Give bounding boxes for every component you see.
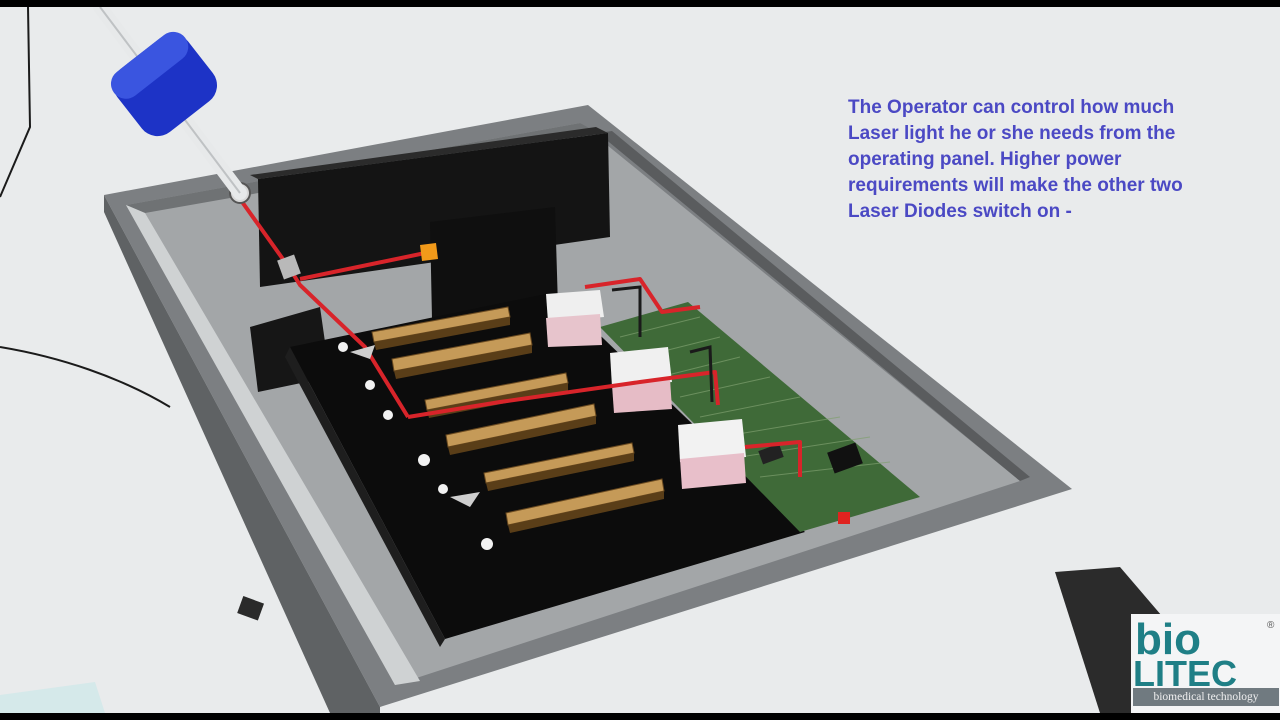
cable-mid <box>0 346 171 408</box>
caption-line: The Operator can control how much <box>848 97 1175 118</box>
caption-line: Laser light he or she needs from the <box>848 123 1176 144</box>
logo-tagline: biomedical technology <box>1133 688 1279 706</box>
floor-tint <box>0 682 105 713</box>
biolitec-logo: bio LITEC ® biomedical technology <box>1131 614 1280 713</box>
wordmark-top: bio <box>1135 615 1201 664</box>
pcb-led <box>838 512 850 524</box>
caption-line: requirements will make the other two <box>848 175 1183 196</box>
caption-text: The Operator can control how much Laser … <box>848 95 1228 225</box>
foot-left <box>237 596 265 621</box>
caption-line: operating panel. Higher power <box>848 149 1122 170</box>
caption-line: Laser Diodes switch on - <box>848 201 1072 222</box>
indicator-dots <box>338 342 493 550</box>
housing-left-wall <box>126 205 420 685</box>
pcb-board <box>600 302 920 532</box>
laser-beams <box>238 197 802 477</box>
wordmark-bottom: LITEC <box>1133 653 1237 688</box>
cable-left <box>0 7 32 198</box>
biolitec-wordmark: bio LITEC ® <box>1133 615 1275 688</box>
laser-device-3d-render <box>0 7 1245 713</box>
video-frame: The Operator can control how much Laser … <box>0 7 1280 713</box>
cooling-blocks <box>546 290 746 489</box>
registered-mark: ® <box>1267 620 1275 631</box>
fiber-connector <box>110 31 218 137</box>
